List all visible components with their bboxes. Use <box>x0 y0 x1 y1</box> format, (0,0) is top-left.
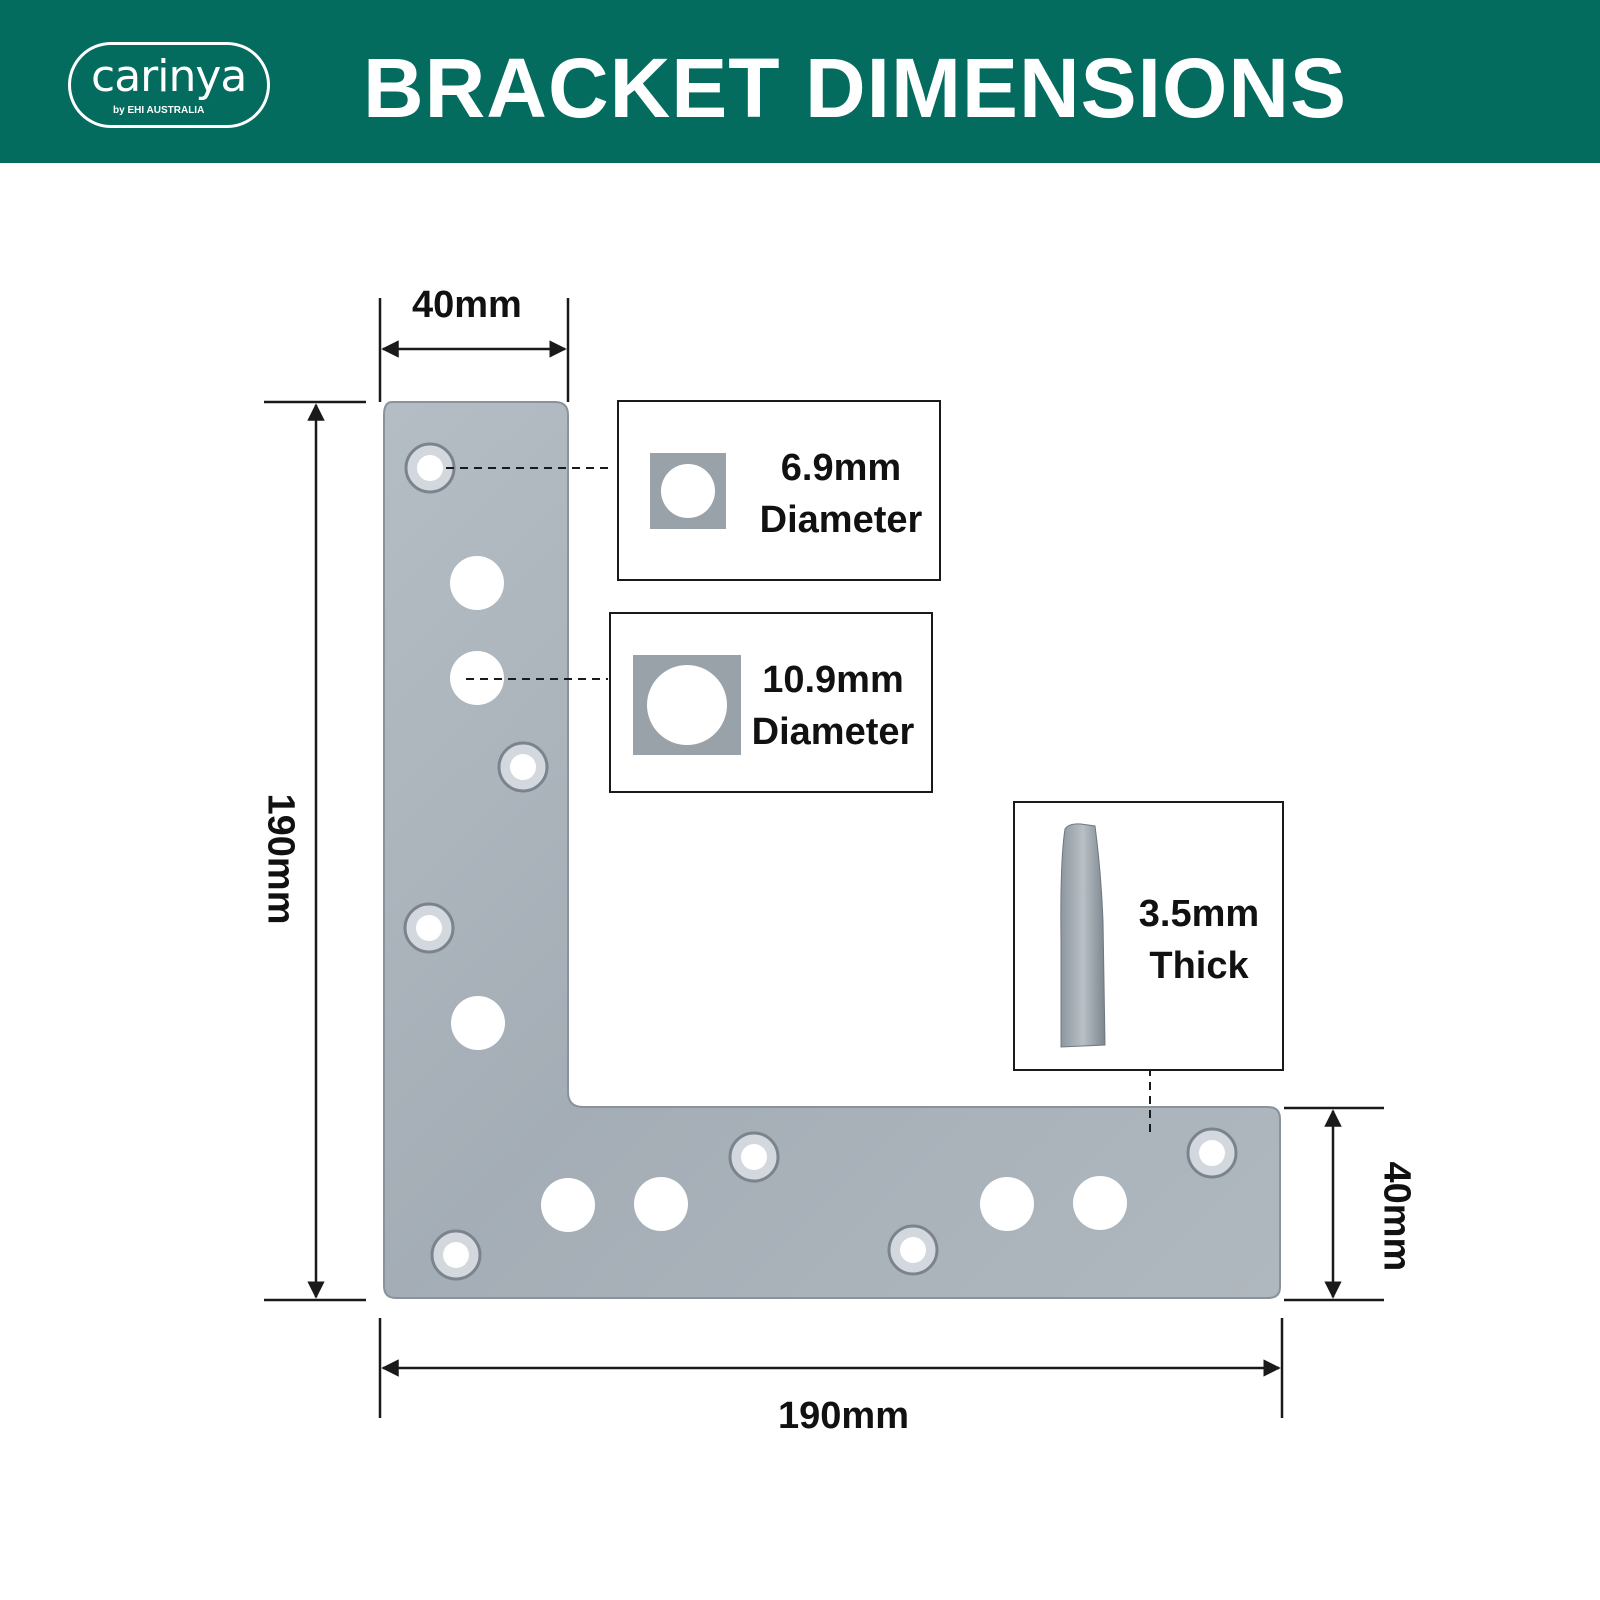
dimension-bottom-width: 190mm <box>778 1395 909 1437</box>
countersunk-hole <box>510 754 536 780</box>
callout-small-hole: 6.9mm Diameter <box>617 400 941 581</box>
plain-hole <box>450 651 504 705</box>
dimension-right-height: 40mm <box>1375 1161 1418 1272</box>
small-hole-label: Diameter <box>759 499 923 541</box>
dimension-top-width: 40mm <box>412 284 522 326</box>
l-bracket-plate <box>383 401 1281 1299</box>
countersunk-hole <box>416 915 442 941</box>
leader-lines <box>446 467 1151 1135</box>
plain-hole <box>541 1178 595 1232</box>
plain-hole <box>1073 1176 1127 1230</box>
logo-wordmark: carinya <box>91 51 247 102</box>
dimension-lines <box>264 298 1384 1418</box>
countersunk-hole <box>1199 1140 1225 1166</box>
large-hole-label: Diameter <box>751 711 915 753</box>
thickness-size: 3.5mm <box>1138 893 1260 935</box>
callout-large-hole: 10.9mm Diameter <box>609 612 933 793</box>
countersunk-hole <box>741 1144 767 1170</box>
small-hole-size: 6.9mm <box>780 447 902 489</box>
countersunk-hole <box>443 1242 469 1268</box>
large-hole-size: 10.9mm <box>762 659 904 701</box>
carinya-logo: carinya by EHI AUSTRALIA <box>68 42 270 128</box>
page-title: BRACKET DIMENSIONS <box>362 41 1348 135</box>
callout-thickness: 3.5mm Thick <box>1013 801 1284 1071</box>
plain-hole <box>634 1177 688 1231</box>
thickness-label: Thick <box>1149 945 1249 987</box>
large-hole-swatch <box>633 655 741 755</box>
plain-hole <box>980 1177 1034 1231</box>
bracket-holes <box>403 442 1238 1281</box>
countersunk-hole <box>417 455 443 481</box>
header-bar: carinya by EHI AUSTRALIA BRACKET DIMENSI… <box>0 0 1600 163</box>
logo-subtext: by EHI AUSTRALIA <box>113 105 205 116</box>
small-hole-swatch <box>650 453 726 529</box>
dimension-left-height: 190mm <box>259 793 302 925</box>
plain-hole <box>450 556 504 610</box>
thickness-edge-swatch <box>1060 823 1106 1048</box>
plain-hole <box>451 996 505 1050</box>
countersunk-hole <box>900 1237 926 1263</box>
